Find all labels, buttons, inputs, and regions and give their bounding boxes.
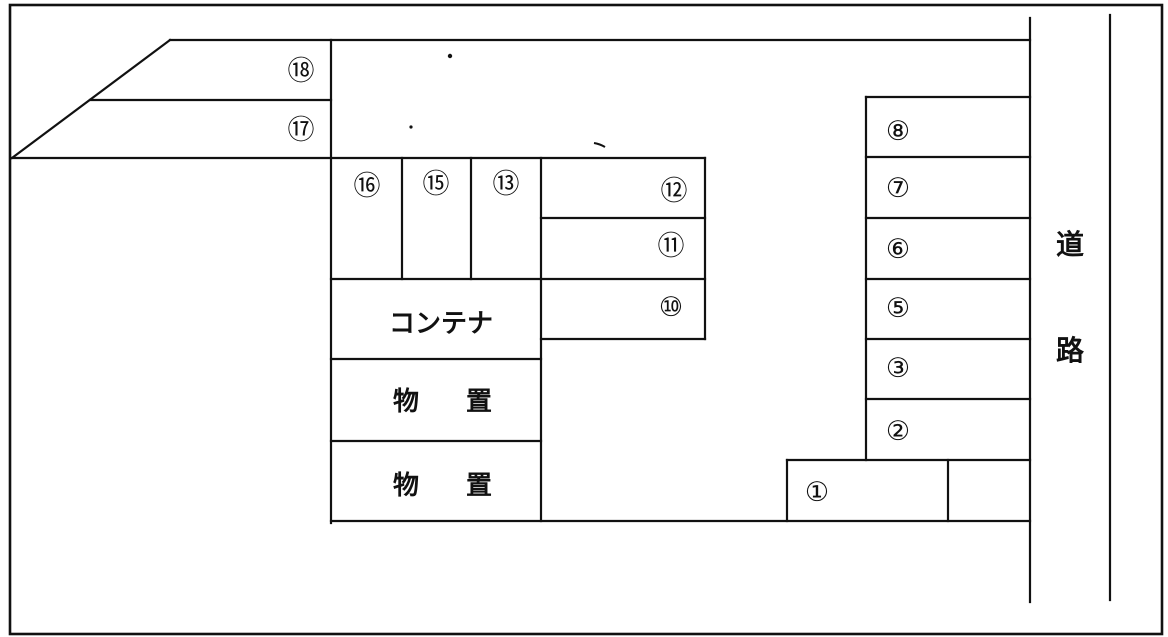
spaces-2-8 xyxy=(785,95,1032,462)
storage-2-char1: 物 xyxy=(393,471,419,501)
road-label-char1: 道 xyxy=(1056,228,1084,261)
space-1-area xyxy=(785,458,950,523)
stray-dot xyxy=(447,53,453,59)
space-3-label: ③ xyxy=(886,353,910,384)
container-label: コンテナ xyxy=(389,309,493,339)
stray-dot xyxy=(409,125,413,129)
space-13-label: ⑬ xyxy=(493,169,520,200)
space-12-label: ⑫ xyxy=(661,176,688,207)
storage-2-char2: 置 xyxy=(466,471,492,501)
structures xyxy=(329,357,1032,523)
storage-1-char1: 物 xyxy=(393,387,419,417)
storage-1-char2: 置 xyxy=(466,387,492,417)
space-6-label: ⑥ xyxy=(886,234,910,265)
stray-mark xyxy=(593,142,606,148)
space-16-label: ⑯ xyxy=(354,171,381,202)
space-8-label: ⑧ xyxy=(886,116,910,147)
space-15-label: ⑮ xyxy=(423,169,450,200)
space-7-label: ⑦ xyxy=(886,173,910,204)
space-17-label: ⑰ xyxy=(288,115,315,146)
space-10-label: ⑩ xyxy=(659,292,683,323)
space-18-label: ⑱ xyxy=(288,56,315,87)
road-label-char2: 路 xyxy=(1056,334,1085,367)
spaces-17-18-area xyxy=(10,38,1032,525)
space-2-label: ② xyxy=(886,416,910,447)
spaces-10-12 xyxy=(539,156,707,341)
space-5-label: ⑤ xyxy=(886,293,910,324)
outer-frame xyxy=(8,3,1164,636)
space-11-label: ⑪ xyxy=(658,231,685,262)
space-1-label: ① xyxy=(805,477,829,508)
